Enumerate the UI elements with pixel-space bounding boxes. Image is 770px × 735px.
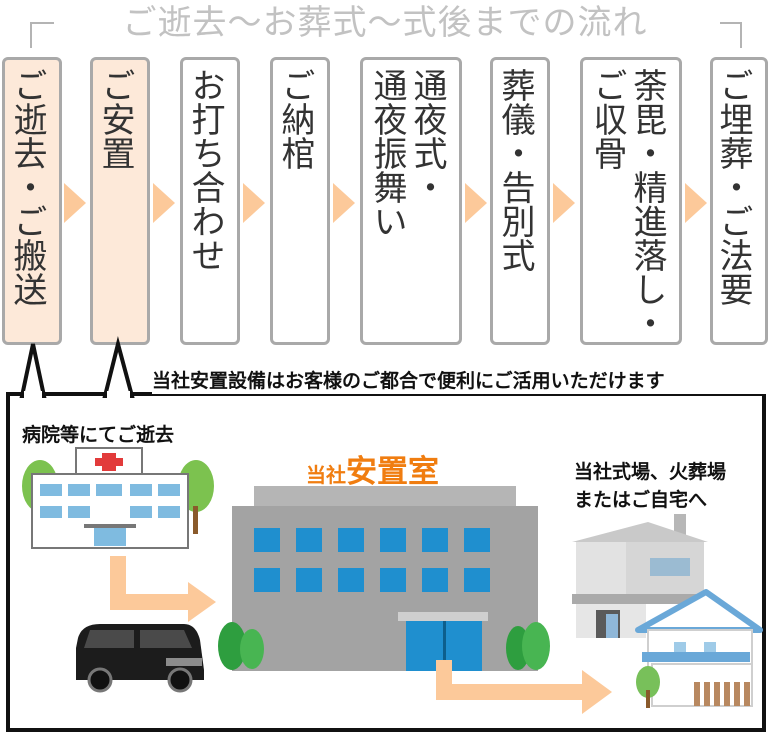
- step-arrow: [553, 183, 575, 223]
- step-arrow: [685, 183, 707, 223]
- step-cremation: 荼毘・精進落し・ ご収骨: [580, 57, 682, 345]
- step-label: ご埋葬・ご法要: [713, 68, 753, 306]
- step-label: 葬儀・告別式: [495, 68, 535, 272]
- arrow-facility-to-destination: [436, 660, 612, 714]
- step-label: ご納棺: [275, 68, 315, 170]
- flow-title: ご逝去～お葬式～式後までの流れ: [122, 3, 648, 43]
- step-meeting: お打ち合わせ: [180, 57, 240, 345]
- room-label: 当社安置室: [306, 446, 439, 491]
- home-building: [635, 589, 763, 708]
- step-burial: ご埋葬・ご法要: [710, 57, 768, 345]
- ceremony-hall: [572, 514, 708, 638]
- hearse-vehicle: [76, 624, 204, 693]
- step-encoffining: ご納棺: [270, 57, 330, 345]
- step-arrow: [153, 183, 175, 223]
- step-label: 通夜式・ 通夜振舞い: [367, 68, 447, 238]
- destination-label: 当社式場、火葬場 またはご自宅へ: [574, 461, 727, 511]
- step-arrow: [465, 183, 487, 223]
- step-label: ご安置: [95, 68, 135, 170]
- step-arrow: [64, 183, 86, 223]
- room-label-prefix: 当社: [306, 463, 346, 487]
- step-passing-transport: ご逝去・ご搬送: [2, 57, 62, 345]
- facility-banner: 当社安置設備はお客様のご都合で便利にご活用いただけます: [152, 368, 767, 394]
- hospital-label: 病院等にてご逝去: [22, 424, 175, 446]
- facility-building: [218, 486, 550, 671]
- room-label-main: 安置室: [346, 454, 439, 490]
- title-bracket-right: [720, 22, 742, 48]
- step-label: お打ち合わせ: [185, 68, 225, 272]
- step-funeral: 葬儀・告別式: [490, 57, 550, 345]
- step-label: 荼毘・精進落し・ ご収骨: [587, 68, 667, 340]
- step-arrow: [333, 183, 355, 223]
- step-arrow: [243, 183, 265, 223]
- step-laying-in-state: ご安置: [90, 57, 150, 345]
- title-bracket-left: [30, 22, 54, 48]
- hospital-building: [22, 447, 214, 549]
- arrow-hospital-to-facility: [110, 556, 216, 622]
- step-label: ご逝去・ご搬送: [7, 68, 47, 306]
- step-wake: 通夜式・ 通夜振舞い: [360, 57, 462, 345]
